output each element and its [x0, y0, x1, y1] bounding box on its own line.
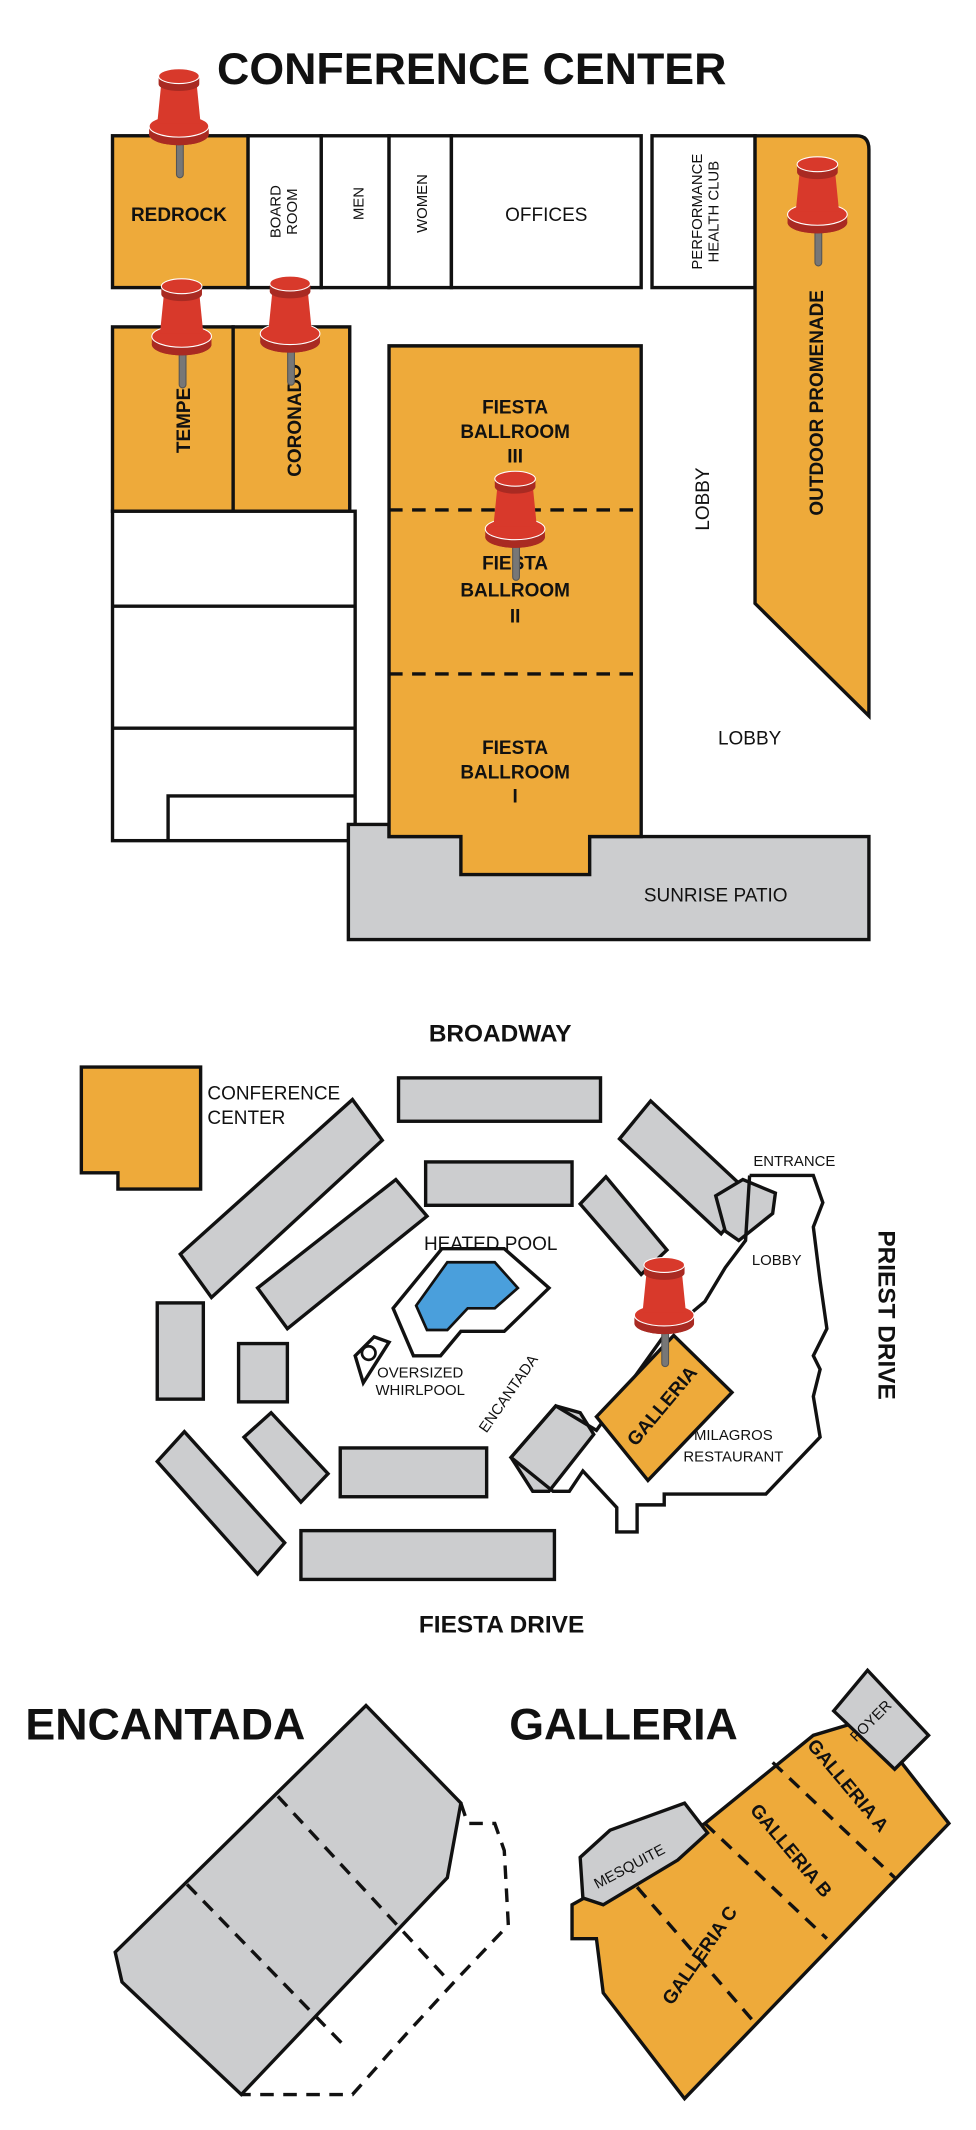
svg-text:CONFERENCE: CONFERENCE [207, 1084, 340, 1105]
svg-text:FIESTA: FIESTA [482, 738, 548, 759]
svg-text:BALLROOM: BALLROOM [460, 762, 570, 783]
svg-text:BALLROOM: BALLROOM [460, 422, 570, 443]
svg-text:OVERSIZED: OVERSIZED [377, 1365, 463, 1381]
svg-text:CENTER: CENTER [207, 1108, 285, 1129]
svg-text:FIESTA: FIESTA [482, 398, 548, 419]
svg-text:HEATED POOL: HEATED POOL [424, 1234, 558, 1255]
redrock-label: REDROCK [131, 205, 227, 226]
sunrise-patio[interactable]: SUNRISE PATIO [346, 822, 871, 942]
svg-text:III: III [507, 446, 523, 467]
room-outdoor-promenade[interactable]: OUTDOOR PROMENADE [753, 134, 871, 721]
room-offices: OFFICES [449, 134, 643, 290]
svg-text:WOMEN: WOMEN [415, 174, 431, 233]
guest-buildings [154, 1076, 778, 1582]
left-service-rooms [110, 509, 357, 843]
svg-text:OFFICES: OFFICES [505, 205, 587, 226]
svg-text:BALLROOM: BALLROOM [460, 581, 570, 602]
lobby-label-vertical: LOBBY [693, 467, 714, 531]
svg-text:MILAGROS: MILAGROS [694, 1428, 773, 1444]
svg-text:I: I [512, 787, 517, 808]
room-health-club: PERFORMANCE HEALTH CLUB [650, 134, 757, 290]
svg-text:II: II [510, 606, 521, 627]
svg-text:HEALTH CLUB: HEALTH CLUB [706, 161, 722, 263]
room-men: MEN [319, 134, 391, 290]
fiesta-ballroom-i[interactable]: FIESTA BALLROOM I [460, 738, 570, 808]
room-board-room: BOARD ROOM [246, 134, 323, 290]
svg-text:BOARD: BOARD [269, 185, 285, 238]
svg-text:SUNRISE PATIO: SUNRISE PATIO [644, 886, 788, 907]
site-conference-center[interactable]: CONFERENCE CENTER [79, 1065, 340, 1191]
svg-text:ROOM: ROOM [285, 188, 301, 234]
room-tempe[interactable]: TEMPE [110, 325, 235, 513]
svg-text:MEN: MEN [351, 187, 367, 220]
road-broadway: BROADWAY [429, 1020, 572, 1047]
lobby-label: LOBBY [718, 728, 782, 749]
foyer[interactable]: FOYER [831, 1667, 931, 1772]
encantada-title: ENCANTADA [25, 1700, 305, 1749]
svg-text:CORONADO: CORONADO [285, 364, 306, 477]
svg-text:PERFORMANCE: PERFORMANCE [690, 154, 706, 270]
road-fiesta-drive: FIESTA DRIVE [419, 1611, 584, 1638]
svg-text:OUTDOOR PROMENADE: OUTDOOR PROMENADE [807, 290, 828, 516]
fiesta-ballroom-iii[interactable]: FIESTA BALLROOM III [460, 398, 570, 468]
road-priest-drive: PRIEST DRIVE [872, 1230, 899, 1399]
encantada-label-site: ENCANTADA [477, 1352, 542, 1436]
room-women: WOMEN [387, 134, 454, 290]
encantada-floorplan[interactable] [113, 1703, 511, 2097]
site-galleria[interactable]: GALLERIA [594, 1333, 735, 1484]
entrance-label: ENTRANCE [753, 1154, 835, 1170]
conference-center-title: CONFERENCE CENTER [217, 45, 726, 94]
svg-text:WHIRLPOOL: WHIRLPOOL [375, 1383, 464, 1399]
oversized-whirlpool[interactable]: OVERSIZED WHIRLPOOL [353, 1334, 465, 1399]
heated-pool[interactable]: HEATED POOL [391, 1234, 558, 1358]
svg-text:RESTAURANT: RESTAURANT [683, 1449, 783, 1465]
galleria-floorplan[interactable]: FOYER MESQUITE GALLERIA A GALLERIA B GAL… [570, 1667, 952, 2102]
lobby-label-site: LOBBY [752, 1253, 802, 1269]
galleria-title: GALLERIA [509, 1700, 738, 1749]
fiesta-ballroom[interactable]: FIESTA BALLROOM III FIESTA BALLROOM II F… [387, 344, 643, 877]
svg-text:TEMPE: TEMPE [174, 388, 195, 453]
